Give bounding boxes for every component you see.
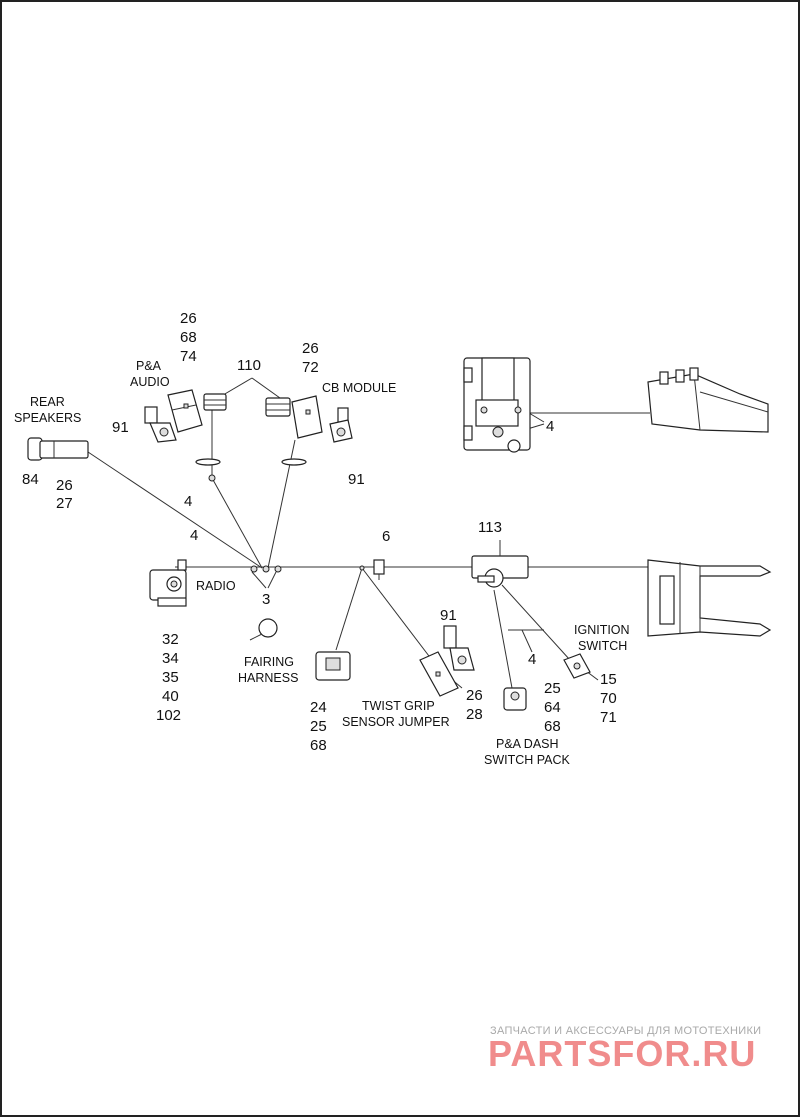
connector-110-left — [203, 393, 227, 411]
callout-113: 113 — [478, 519, 502, 536]
radio-num-2: 34 — [162, 650, 179, 667]
pa-audio-num-3: 74 — [180, 348, 197, 365]
callout-4-radio: 4 — [190, 527, 198, 544]
twist-grip-label-2: SENSOR JUMPER — [342, 715, 450, 729]
pa-audio-connector — [167, 389, 203, 433]
radio-num-1: 32 — [162, 631, 179, 648]
cb-num-1: 26 — [302, 340, 319, 357]
ignition-label-1: IGNITION — [574, 623, 630, 637]
callout-3: 3 — [262, 591, 270, 608]
callout-110: 110 — [237, 357, 261, 374]
pa-audio-wire — [211, 477, 263, 569]
pa-audio-num-2: 68 — [180, 329, 197, 346]
leader-3-a — [251, 571, 267, 589]
main-bracket-right — [647, 559, 772, 637]
fairing-num-3: 68 — [310, 737, 327, 754]
fairing-connector — [315, 651, 351, 681]
twist-num-1: 26 — [466, 687, 483, 704]
leader-4-dash — [521, 629, 533, 653]
leader-3-b — [267, 571, 277, 589]
speaker-num-2: 27 — [56, 495, 73, 512]
twist-num-2: 28 — [466, 706, 483, 723]
labels: REAR SPEAKERS 84 26 27 26 68 74 P&A AUDI… — [14, 310, 630, 767]
ignition-connector — [563, 653, 591, 679]
fairing-harness-clamp — [249, 618, 278, 641]
pa-audio-label-1: P&A — [136, 359, 162, 373]
cb-module-label: CB MODULE — [322, 381, 396, 395]
radio-num-5: 102 — [156, 707, 181, 724]
dash-num-1: 25 — [544, 680, 561, 697]
fairing-bracket-top — [647, 367, 769, 433]
callout-6: 6 — [382, 528, 390, 545]
radio-label: RADIO — [196, 579, 236, 593]
fastener-6 — [373, 559, 385, 580]
ignition-num-3: 71 — [600, 709, 617, 726]
cb-num-2: 72 — [302, 359, 319, 376]
callout-84: 84 — [22, 471, 39, 488]
terminal-clip-twist — [443, 625, 475, 671]
ignition-num-2: 70 — [600, 690, 617, 707]
top-right-bracket — [463, 357, 531, 453]
callout-91-left: 91 — [112, 419, 129, 436]
tie-straps — [195, 458, 365, 573]
twist-grip-label-1: TWIST GRIP — [362, 699, 435, 713]
fairing-num-1: 24 — [310, 699, 327, 716]
fairing-num-2: 25 — [310, 718, 327, 735]
ignition-wire — [501, 584, 571, 661]
watermark-logo-text: PARTSFOR.RU — [488, 1033, 756, 1074]
dash-num-3: 68 — [544, 718, 561, 735]
speaker-num-1: 26 — [56, 477, 73, 494]
cb-module-connector — [291, 395, 323, 439]
fairing-harness-label-2: HARNESS — [238, 671, 298, 685]
watermark-tagline: ЗАПЧАСТИ И АКСЕССУАРЫ ДЛЯ МОТОТЕХНИКИ — [490, 1025, 761, 1037]
dash-pack-connector — [503, 687, 527, 711]
twist-grip-wire — [361, 567, 433, 661]
pa-audio-label-2: AUDIO — [130, 375, 170, 389]
dash-num-2: 64 — [544, 699, 561, 716]
rear-speakers-label-1: REAR — [30, 395, 65, 409]
bracket-113 — [471, 540, 529, 588]
callout-4-dash: 4 — [528, 651, 536, 668]
radio-num-4: 40 — [162, 688, 179, 705]
twist-grip-connector — [419, 651, 459, 697]
connector-110-right — [265, 397, 291, 417]
rear-speaker-connector — [27, 437, 89, 461]
leader-110-b — [251, 377, 281, 399]
callout-4-speaker: 4 — [184, 493, 192, 510]
ignition-label-2: SWITCH — [578, 639, 627, 653]
radio-connector — [149, 559, 187, 607]
watermark: ЗАПЧАСТИ И АКСЕССУАРЫ ДЛЯ МОТОТЕХНИКИ PA… — [488, 1025, 761, 1074]
fairing-wire — [335, 567, 363, 651]
rear-speakers-label-2: SPEAKERS — [14, 411, 81, 425]
rear-speaker-wire — [87, 451, 263, 569]
terminal-clip-cb — [329, 407, 353, 443]
terminal-clip-left — [144, 406, 177, 443]
fairing-harness-label-1: FAIRING — [244, 655, 294, 669]
dash-pack-wire — [493, 589, 513, 689]
callout-91-cb: 91 — [348, 471, 365, 488]
callout-91-twist: 91 — [440, 607, 457, 624]
ignition-num-1: 15 — [600, 671, 617, 688]
dash-pack-label-2: SWITCH PACK — [484, 753, 571, 767]
callout-4-topright: 4 — [546, 418, 554, 435]
radio-num-3: 35 — [162, 669, 179, 686]
pa-audio-num-1: 26 — [180, 310, 197, 327]
dash-pack-label-1: P&A DASH — [496, 737, 559, 751]
